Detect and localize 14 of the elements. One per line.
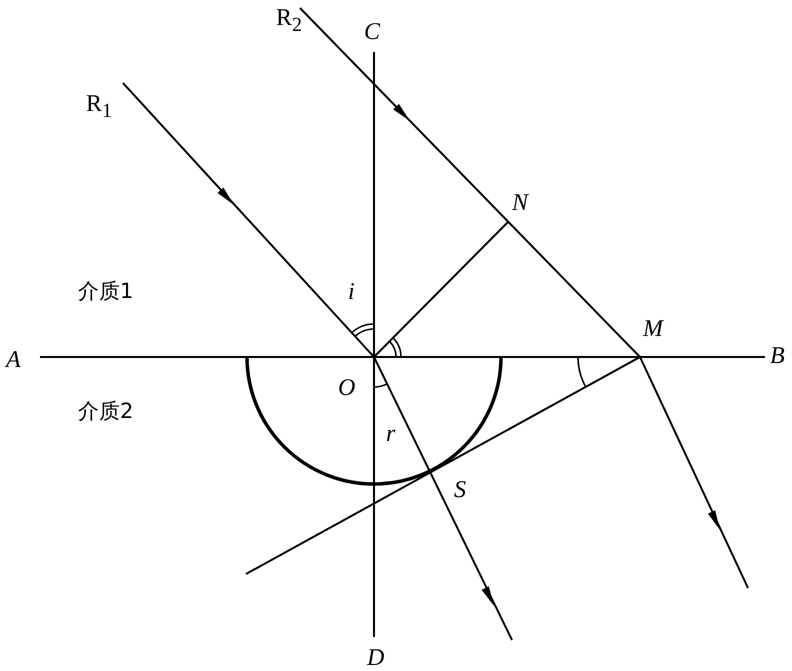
point-label: S (454, 478, 466, 502)
point-label: A (6, 348, 21, 372)
point-label: M (643, 317, 663, 341)
point-label: B (770, 344, 785, 368)
angle-label: i (348, 280, 355, 304)
point-label: C (364, 20, 380, 44)
ray-label: R$_{1}$ (86, 92, 112, 121)
angle-label: r (386, 422, 396, 446)
point-label: N (512, 191, 528, 215)
ray-label: R$_{2}$ (276, 6, 302, 35)
medium-label: 介质2 (78, 401, 134, 422)
point-label: O (338, 376, 356, 400)
medium-label: 介质1 (78, 281, 134, 302)
point-label: D (367, 646, 384, 670)
